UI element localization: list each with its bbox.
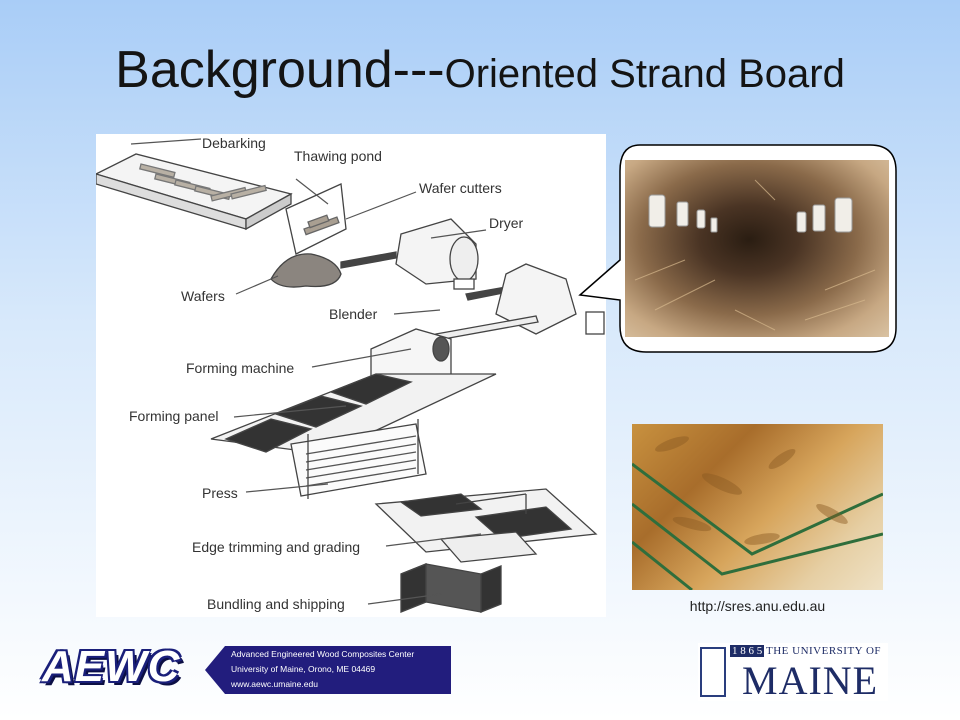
maine-seal-icon xyxy=(700,647,726,697)
label-dryer: Dryer xyxy=(489,215,524,231)
label-blender: Blender xyxy=(329,306,378,322)
maine-name: MAINE xyxy=(742,658,879,703)
title-sub: Oriented Strand Board xyxy=(444,52,845,96)
osb-panels-photo xyxy=(632,424,883,590)
aewc-line1: Advanced Engineered Wood Composites Cent… xyxy=(231,649,415,659)
maine-univ-text: THE UNIVERSITY OF xyxy=(766,645,882,657)
university-of-maine-logo: 1 8 6 5 THE UNIVERSITY OF MAINE xyxy=(698,643,888,703)
label-edge-trimming: Edge trimming and grading xyxy=(192,539,361,555)
aewc-info-box: Advanced Engineered Wood Composites Cent… xyxy=(205,646,451,694)
aewc-line3: www.aewc.umaine.edu xyxy=(231,679,318,689)
label-wafers: Wafers xyxy=(181,288,225,304)
process-illustration xyxy=(96,138,605,613)
aewc-logo: AEWC xyxy=(42,642,181,691)
maine-year: 1 8 6 5 xyxy=(730,645,765,657)
label-thawing-pond: Thawing pond xyxy=(294,148,382,164)
osb-process-diagram: Debarking Thawing pond Wafer cutters Dry… xyxy=(96,134,606,617)
label-bundling: Bundling and shipping xyxy=(207,596,345,612)
title-main: Background--- xyxy=(115,41,445,99)
slide-title: Background---Oriented Strand Board xyxy=(0,40,960,100)
image-credit-url: http://sres.anu.edu.au xyxy=(689,598,826,614)
label-wafer-cutters: Wafer cutters xyxy=(419,180,502,196)
label-debarking: Debarking xyxy=(202,135,266,151)
label-forming-panel: Forming panel xyxy=(129,408,219,424)
label-press: Press xyxy=(202,485,238,501)
dryer-interior-photo xyxy=(625,160,889,337)
aewc-line2: University of Maine, Orono, ME 04469 xyxy=(231,664,376,674)
label-forming-machine: Forming machine xyxy=(186,360,295,376)
